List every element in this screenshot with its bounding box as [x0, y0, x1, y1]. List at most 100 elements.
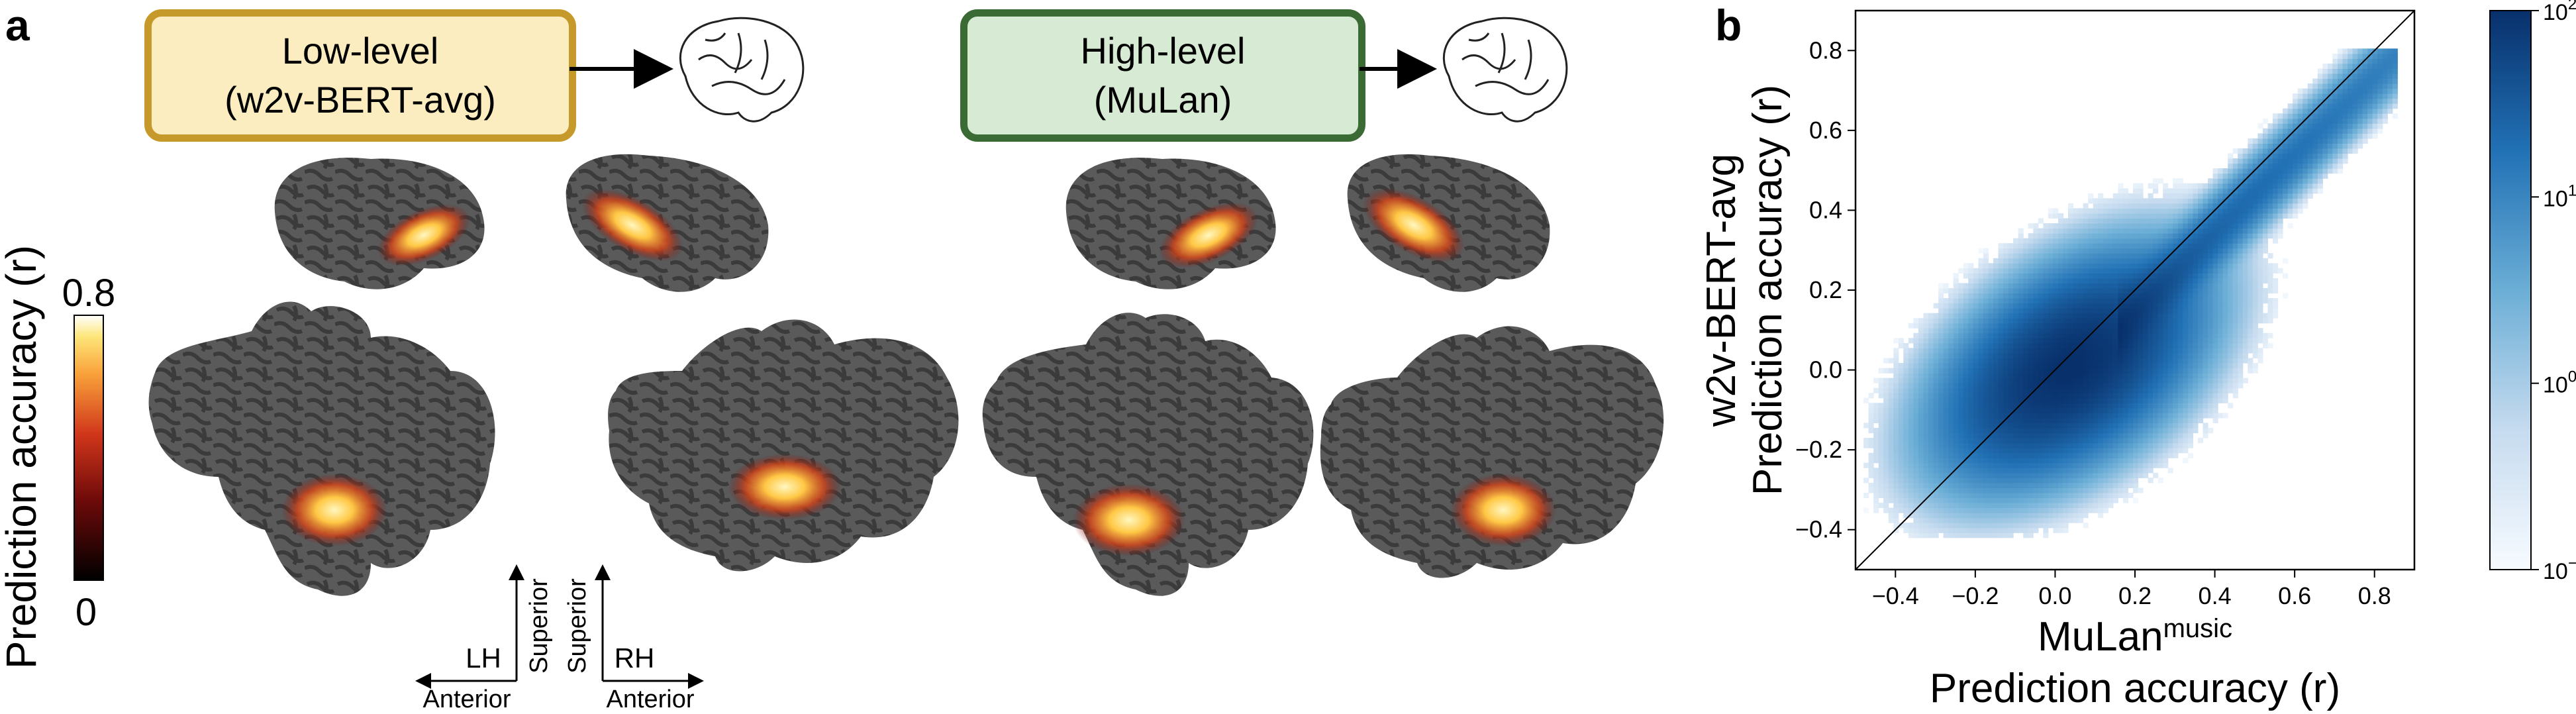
hist-bin	[2242, 223, 2248, 229]
hist-bin	[2118, 263, 2124, 269]
hist-bin	[2267, 198, 2273, 204]
hist-bin	[1898, 478, 1904, 484]
hist-bin	[2307, 83, 2313, 89]
hist-bin	[1933, 318, 1939, 324]
hist-bin	[2352, 133, 2358, 139]
hist-bin	[2262, 233, 2268, 239]
hist-bin	[2008, 323, 2014, 329]
hist-bin	[2203, 198, 2208, 204]
hist-bin	[1878, 442, 1884, 448]
hist-bin	[2093, 462, 2099, 468]
hist-bin	[2138, 233, 2144, 239]
hist-bin	[2167, 303, 2173, 309]
hist-bin	[1938, 468, 1944, 474]
hist-bin	[2157, 338, 2163, 344]
hist-bin	[2297, 143, 2303, 149]
hist-bin	[1943, 323, 1949, 329]
hist-bin	[2023, 383, 2029, 389]
hist-bin	[2352, 83, 2358, 89]
hist-bin	[2073, 393, 2079, 399]
hist-bin	[2003, 448, 2009, 454]
hist-bin	[2222, 223, 2228, 229]
hist-bin	[2122, 478, 2128, 484]
hist-bin	[2023, 442, 2029, 448]
hist-bin	[2073, 492, 2079, 498]
hist-bin	[2112, 413, 2118, 419]
hist-bin	[1888, 513, 1894, 519]
hist-bin	[2153, 233, 2159, 239]
hist-bin	[1993, 273, 1999, 279]
hist-bin	[1893, 492, 1899, 498]
hist-bin	[2058, 487, 2064, 493]
colorbar-tick-label: 102	[2543, 0, 2576, 25]
hist-bin	[2257, 188, 2263, 194]
hist-bin	[2073, 208, 2079, 214]
hist-bin	[1963, 342, 1969, 348]
hist-bin	[2242, 218, 2248, 224]
hist-bin	[1928, 533, 1934, 538]
hist-bin	[2382, 83, 2388, 89]
hist-bin	[2112, 482, 2118, 488]
hist-bin	[1938, 417, 1944, 423]
hist-bin	[2053, 332, 2059, 338]
hist-bin	[2297, 188, 2303, 194]
hist-bin	[1958, 503, 1964, 509]
hist-bin	[2018, 313, 2024, 319]
hist-bin	[2267, 253, 2273, 259]
hist-bin	[1948, 492, 1954, 498]
hist-bin	[1918, 458, 1924, 464]
hist-bin	[2287, 188, 2293, 194]
y-tick-label: 0.6	[1809, 117, 1842, 144]
hist-bin	[1938, 313, 1944, 319]
hist-bin	[2058, 507, 2064, 513]
hist-bin	[2138, 258, 2144, 264]
hist-bin	[2208, 188, 2214, 194]
hist-bin	[1918, 468, 1924, 474]
hist-bin	[2108, 373, 2114, 379]
hist-bin	[2163, 417, 2169, 423]
lh-inflated-high	[1065, 158, 1276, 289]
hist-bin	[1938, 323, 1944, 329]
hist-bin	[2352, 103, 2358, 109]
hist-bin	[2088, 208, 2094, 214]
hist-bin	[2287, 133, 2293, 139]
hist-bin	[2088, 387, 2094, 393]
hist-bin	[2008, 363, 2014, 369]
hist-bin	[2167, 403, 2173, 409]
hist-bin	[2143, 243, 2149, 249]
hist-bin	[2257, 338, 2263, 344]
hist-bin	[2013, 452, 2019, 458]
hist-bin	[1973, 368, 1979, 374]
hist-bin	[2232, 168, 2238, 174]
hist-bin	[1908, 423, 1914, 429]
hist-bin	[2372, 53, 2378, 59]
hist-bin	[2392, 98, 2398, 104]
hist-bin	[2317, 83, 2323, 89]
hist-bin	[2053, 368, 2059, 374]
hist-bin	[2023, 308, 2029, 314]
hist-bin	[2018, 397, 2024, 403]
hist-bin	[2312, 148, 2318, 154]
hist-bin	[2048, 407, 2054, 413]
hist-bin	[2053, 482, 2059, 488]
hist-bin	[1983, 338, 1989, 344]
hist-bin	[2033, 517, 2039, 523]
hist-bin	[2088, 448, 2094, 454]
hist-bin	[2273, 143, 2279, 149]
hist-bin	[2083, 208, 2089, 214]
hist-bin	[1968, 313, 1974, 319]
hist-bin	[1983, 348, 1989, 354]
hist-bin	[2138, 278, 2144, 283]
hist-bin	[2018, 258, 2024, 264]
hist-bin	[1923, 462, 1929, 468]
hist-bin	[1958, 472, 1964, 478]
hist-bin	[1948, 363, 1954, 369]
hist-bin	[2248, 268, 2254, 274]
hist-bin	[2273, 278, 2279, 283]
hist-bin	[1913, 387, 1919, 393]
hist-bin	[2063, 308, 2069, 314]
hist-bin	[2038, 308, 2044, 314]
hist-bin	[2382, 103, 2388, 109]
hist-bin	[2362, 98, 2368, 104]
hist-bin	[2003, 462, 2009, 468]
